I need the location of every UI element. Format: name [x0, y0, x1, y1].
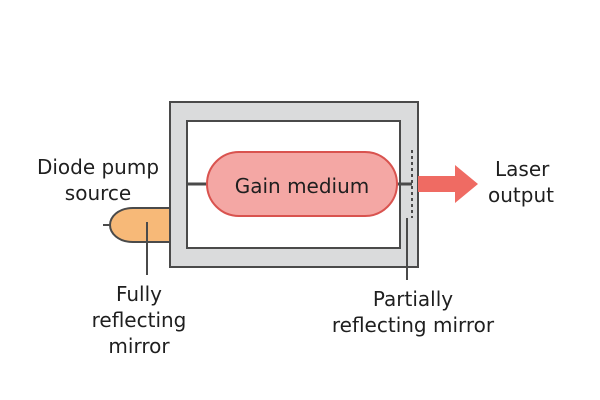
fully-mirror-label-line-2: reflecting [91, 308, 187, 332]
fully-mirror-label-line-1: Fully [115, 282, 163, 306]
partial-mirror-label-line-1: Partially [372, 287, 454, 311]
laser-output-label-line-1: Laser [495, 157, 550, 181]
gain-medium-shape [206, 151, 398, 217]
diode-pump-shape [108, 207, 171, 243]
laser-output-arrow [418, 165, 478, 203]
fully-mirror-label-line-3: mirror [108, 334, 170, 358]
gain-medium-label: Gain medium [234, 174, 370, 198]
partial-mirror-label-line-2: reflecting mirror [331, 313, 495, 337]
partially-reflecting-mirror-label: Partially reflecting mirror [318, 286, 508, 338]
diode-pump-label: Diode pump source [36, 154, 160, 206]
diode-pump-label-line-2: source [64, 181, 132, 205]
diode-pump-label-line-1: Diode pump [36, 155, 160, 179]
laser-output-label-line-2: output [488, 183, 554, 207]
laser-output-label: Laser output [488, 156, 588, 208]
fully-reflecting-mirror-label: Fully reflecting mirror [64, 281, 214, 359]
